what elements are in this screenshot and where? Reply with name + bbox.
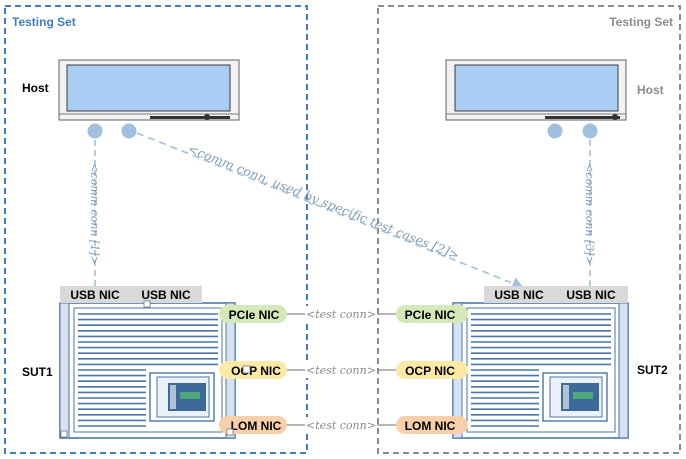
sut1-usb-nic-1-label: USB NIC bbox=[70, 288, 120, 302]
host-left-port-2 bbox=[120, 122, 138, 140]
sut1-pcie-nic-label: PCIe NIC bbox=[229, 308, 280, 322]
sut1-pcie-nic bbox=[219, 305, 287, 323]
test-conn-lom-label: <test conn> bbox=[306, 419, 376, 432]
host-right-label: Host bbox=[637, 83, 664, 97]
host-left-screen bbox=[66, 64, 231, 112]
comm-conn-2-line bbox=[136, 132, 524, 290]
host-right-screen bbox=[454, 64, 619, 112]
sut2-lom-nic bbox=[396, 416, 468, 434]
sut2-usb-nic-1 bbox=[484, 286, 555, 303]
sut2-label: SUT2 bbox=[637, 363, 668, 377]
test-conn-pcie-label: <test conn> bbox=[306, 308, 376, 321]
comm-conn-1-label: <comm conn [1]> bbox=[88, 163, 101, 265]
sut2-usb-nic-2 bbox=[555, 286, 628, 303]
sut1-usb-nic-1 bbox=[60, 286, 130, 303]
sut2-usb-nic-2-label: USB NIC bbox=[566, 288, 616, 302]
host-right-port-1 bbox=[546, 122, 564, 140]
host-left bbox=[58, 59, 240, 140]
host-right bbox=[445, 59, 627, 140]
sut1-ocp-nic bbox=[219, 361, 287, 379]
left-testing-set-frame bbox=[4, 5, 308, 454]
host-left-port-1 bbox=[86, 122, 104, 140]
sut2-server bbox=[452, 302, 629, 439]
right-testing-set-label: Testing Set bbox=[609, 15, 673, 29]
right-testing-set-frame bbox=[377, 5, 681, 454]
sut1-lom-nic bbox=[219, 416, 287, 434]
sut1-server bbox=[59, 302, 236, 439]
sut2-ocp-nic bbox=[396, 361, 468, 379]
sut1-usb-nic-2 bbox=[130, 286, 202, 303]
sut2-pcie-nic-label: PCIe NIC bbox=[405, 308, 456, 322]
sut1-label: SUT1 bbox=[22, 365, 53, 379]
sut2-usb-nic-1-label: USB NIC bbox=[494, 288, 544, 302]
comm-conn-2-label: <comm conn, used by specific test cases … bbox=[186, 141, 462, 263]
sut2-ocp-nic-label: OCP NIC bbox=[405, 364, 455, 378]
comm-conn-3-label: <comm conn [3]> bbox=[583, 163, 596, 265]
left-testing-set-label: Testing Set bbox=[12, 15, 76, 29]
sut1-usb-nic-2-label: USB NIC bbox=[141, 288, 191, 302]
host-right-port-2 bbox=[581, 122, 599, 140]
sut1-ocp-nic-label: OCP NIC bbox=[231, 364, 281, 378]
sut2-pcie-nic bbox=[396, 305, 468, 323]
sut1-lom-nic-label: LOM NIC bbox=[231, 419, 282, 433]
sut2-lom-nic-label: LOM NIC bbox=[405, 419, 456, 433]
test-conn-ocp-label: <test conn> bbox=[306, 364, 376, 377]
host-left-label: Host bbox=[22, 81, 49, 95]
